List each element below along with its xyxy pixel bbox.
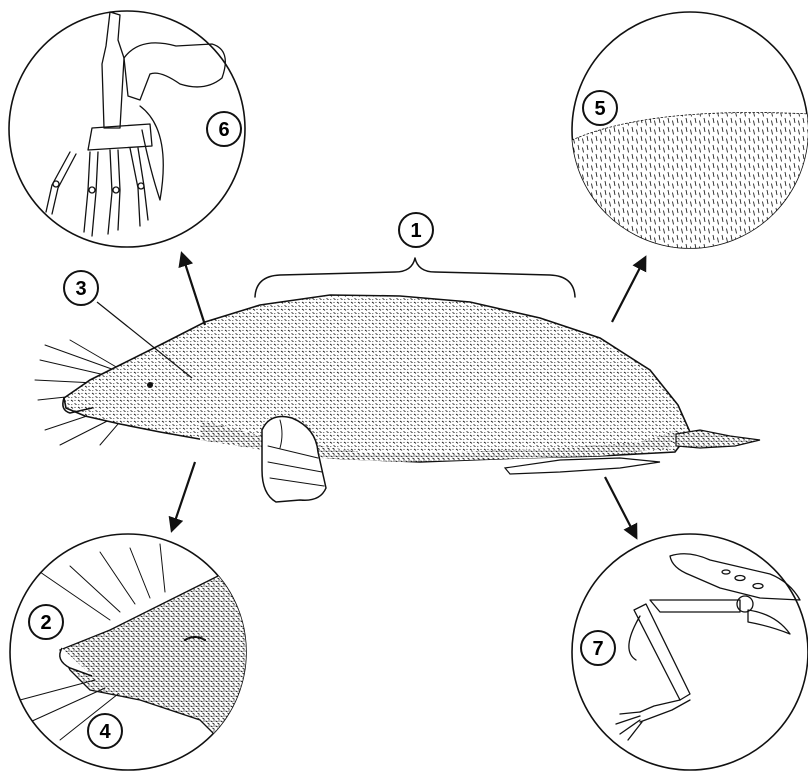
snout-detail-panel — [10, 534, 260, 773]
fur-detail-panel — [572, 12, 808, 260]
svg-text:7: 7 — [592, 638, 603, 660]
label-6: 6 — [207, 112, 241, 146]
back-brace — [255, 258, 575, 297]
arrow-to-6 — [182, 254, 205, 325]
mole-fur-silhouette — [64, 295, 690, 462]
arrow-to-7 — [605, 477, 636, 537]
label-1: 1 — [399, 213, 433, 247]
fur-detail — [572, 112, 808, 260]
arrow-to-5 — [612, 258, 645, 322]
label-5: 5 — [583, 91, 617, 125]
svg-text:6: 6 — [218, 119, 229, 141]
eye — [147, 382, 153, 388]
svg-text:2: 2 — [40, 612, 51, 634]
svg-text:1: 1 — [410, 220, 421, 242]
svg-text:5: 5 — [594, 98, 605, 120]
label-2: 2 — [29, 605, 63, 639]
label-4: 4 — [88, 714, 122, 748]
svg-text:3: 3 — [75, 278, 86, 300]
label-3: 3 — [64, 271, 98, 305]
svg-text:4: 4 — [99, 721, 111, 743]
arrow-to-snout — [172, 462, 195, 530]
label-7: 7 — [581, 631, 615, 665]
tail — [676, 430, 760, 448]
mole-body — [35, 295, 760, 502]
hind-foot — [505, 458, 660, 474]
